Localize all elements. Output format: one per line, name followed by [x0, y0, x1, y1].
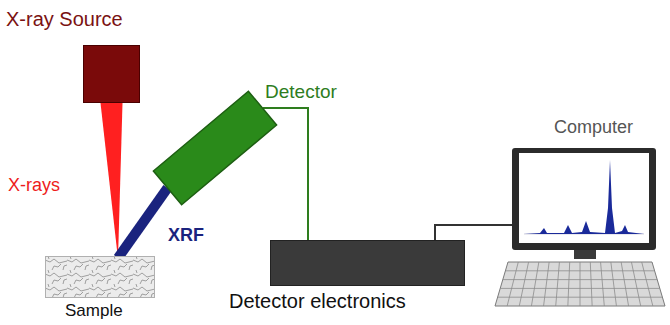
node-label: Detector electronics [229, 291, 406, 312]
node-label: Sample [65, 302, 123, 320]
beam-label: X-rays [8, 176, 60, 195]
sample-outline [45, 256, 155, 298]
x-ray-source: X-ray Source [83, 45, 140, 103]
node-label: X-ray Source [6, 9, 123, 30]
beam-label: XRF [168, 226, 204, 245]
xrf-beam [118, 188, 168, 258]
computer-monitor: Computer [512, 148, 656, 250]
detector-electronics: Detector electronics [270, 240, 465, 286]
monitor-stand [574, 250, 596, 259]
sample-surface [46, 257, 155, 298]
keyboard-keys [498, 262, 663, 306]
monitor-screen [512, 148, 656, 250]
spectrum-plot [524, 160, 644, 234]
node-label: Detector [265, 82, 337, 102]
keyboard [495, 262, 665, 306]
x-ray-beam [101, 103, 123, 259]
detector: Detector [150, 90, 280, 208]
detector-outline [150, 90, 280, 208]
data-cable [435, 225, 512, 240]
sample: Sample [45, 256, 155, 298]
node-label: Computer [554, 118, 633, 137]
detector-body [153, 91, 276, 205]
